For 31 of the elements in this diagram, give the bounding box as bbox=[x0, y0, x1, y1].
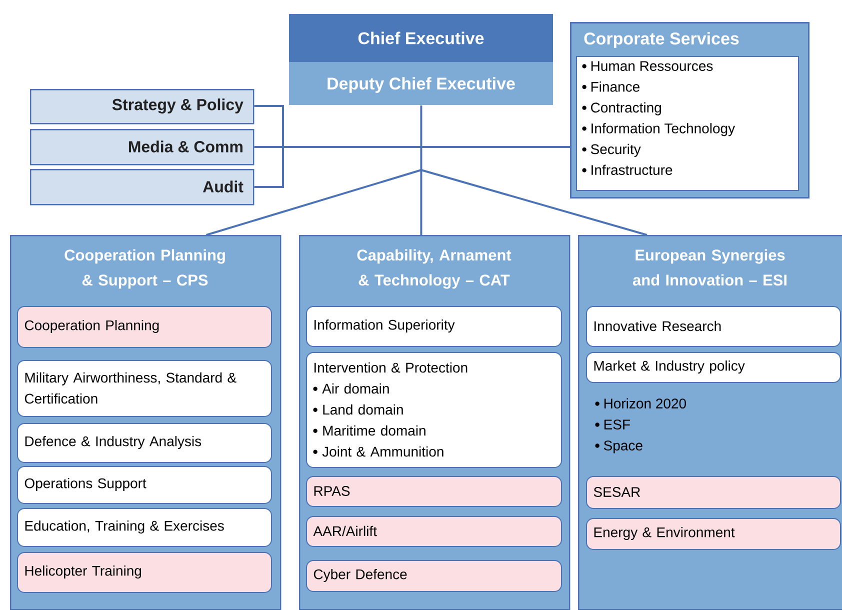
node-label: Deputy Chief Executive bbox=[328, 77, 515, 93]
unit-box: Cooperation Planning bbox=[17, 306, 272, 348]
connector-line bbox=[420, 147, 422, 170]
connector-line bbox=[283, 146, 422, 148]
unit-box: Intervention & Protection Air domain Land domain Maritime domain Joint & Ammunition bbox=[306, 352, 562, 468]
unit-box: Energy & Environment bbox=[586, 518, 842, 550]
unit-box: Cyber Defence bbox=[306, 560, 562, 592]
executive-box: Chief Executive Deputy Chief Executive bbox=[289, 14, 553, 105]
unit-box: Operations Support bbox=[17, 466, 272, 504]
unit-box: Information Superiority bbox=[306, 306, 562, 347]
unit-box: Helicopter Training bbox=[17, 552, 272, 593]
unit-box: RPAS bbox=[306, 476, 562, 507]
unit-box: Audit bbox=[30, 169, 254, 206]
unit-box: Military Airworthiness, Standard & Certification bbox=[17, 360, 272, 417]
unit-box: Innovative Research bbox=[586, 306, 842, 347]
connector-line bbox=[420, 105, 422, 147]
connector-line bbox=[254, 147, 284, 188]
connector-line bbox=[420, 170, 422, 235]
unit-box: SESAR bbox=[586, 476, 842, 509]
connector-line bbox=[420, 169, 648, 236]
connector-line bbox=[421, 146, 570, 148]
unit-box: Strategy & Policy bbox=[30, 89, 254, 124]
unit-box: AAR/Airlift bbox=[306, 516, 562, 547]
connector-line bbox=[206, 169, 422, 236]
connector-line bbox=[254, 105, 284, 147]
unit-box: Market & Industry policy bbox=[586, 352, 842, 383]
connector-line bbox=[254, 146, 283, 148]
unit-box: Education, Training & Exercises bbox=[17, 508, 272, 547]
unit-box: Defence & Industry Analysis bbox=[17, 423, 272, 463]
unit-box: Media & Comm bbox=[30, 129, 254, 166]
list-box: Human Ressources Finance Contracting Information Technology Security Infrastructure bbox=[576, 56, 800, 191]
